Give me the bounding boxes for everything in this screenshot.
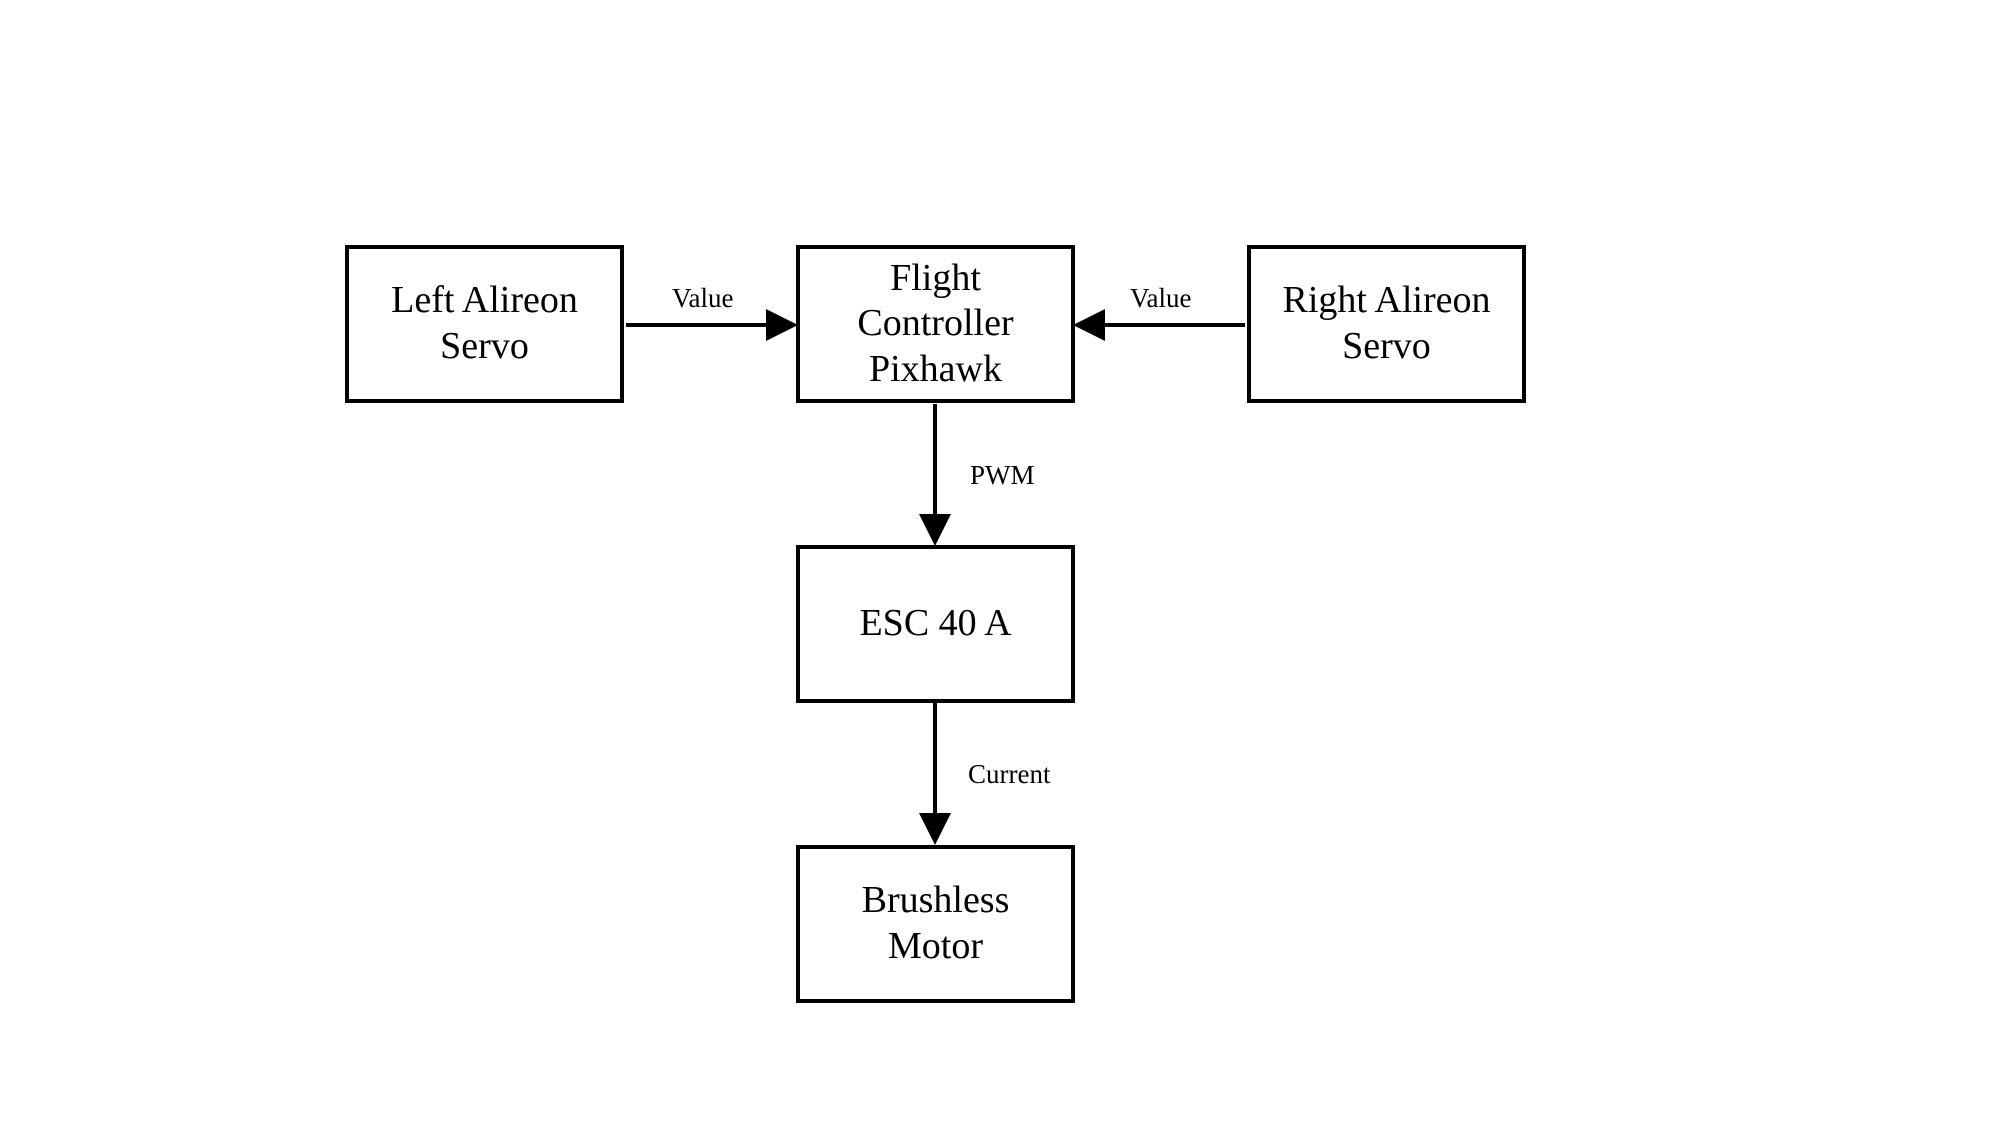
left-aileron-servo-box: Left Alireon Servo bbox=[345, 245, 624, 403]
edge-label-pwm: PWM bbox=[970, 460, 1035, 490]
esc-box: ESC 40 A bbox=[796, 545, 1075, 703]
edge-label-current: Current bbox=[968, 759, 1051, 789]
right-aileron-servo-box: Right Alireon Servo bbox=[1247, 245, 1526, 403]
brushless-motor-label: Brushless Motor bbox=[861, 879, 1010, 967]
edge-label-left-value: Value bbox=[672, 283, 734, 313]
brushless-motor-box: Brushless Motor bbox=[796, 845, 1075, 1003]
right-aileron-servo-label: Right Alireon Servo bbox=[1282, 279, 1491, 367]
flight-controller-label: Flight Controller Pixhawk bbox=[857, 256, 1014, 390]
esc-label: ESC 40 A bbox=[859, 602, 1012, 645]
edge-label-right-value: Value bbox=[1130, 283, 1192, 313]
flight-controller-box: Flight Controller Pixhawk bbox=[796, 245, 1075, 403]
left-aileron-servo-label: Left Alireon Servo bbox=[391, 279, 578, 367]
